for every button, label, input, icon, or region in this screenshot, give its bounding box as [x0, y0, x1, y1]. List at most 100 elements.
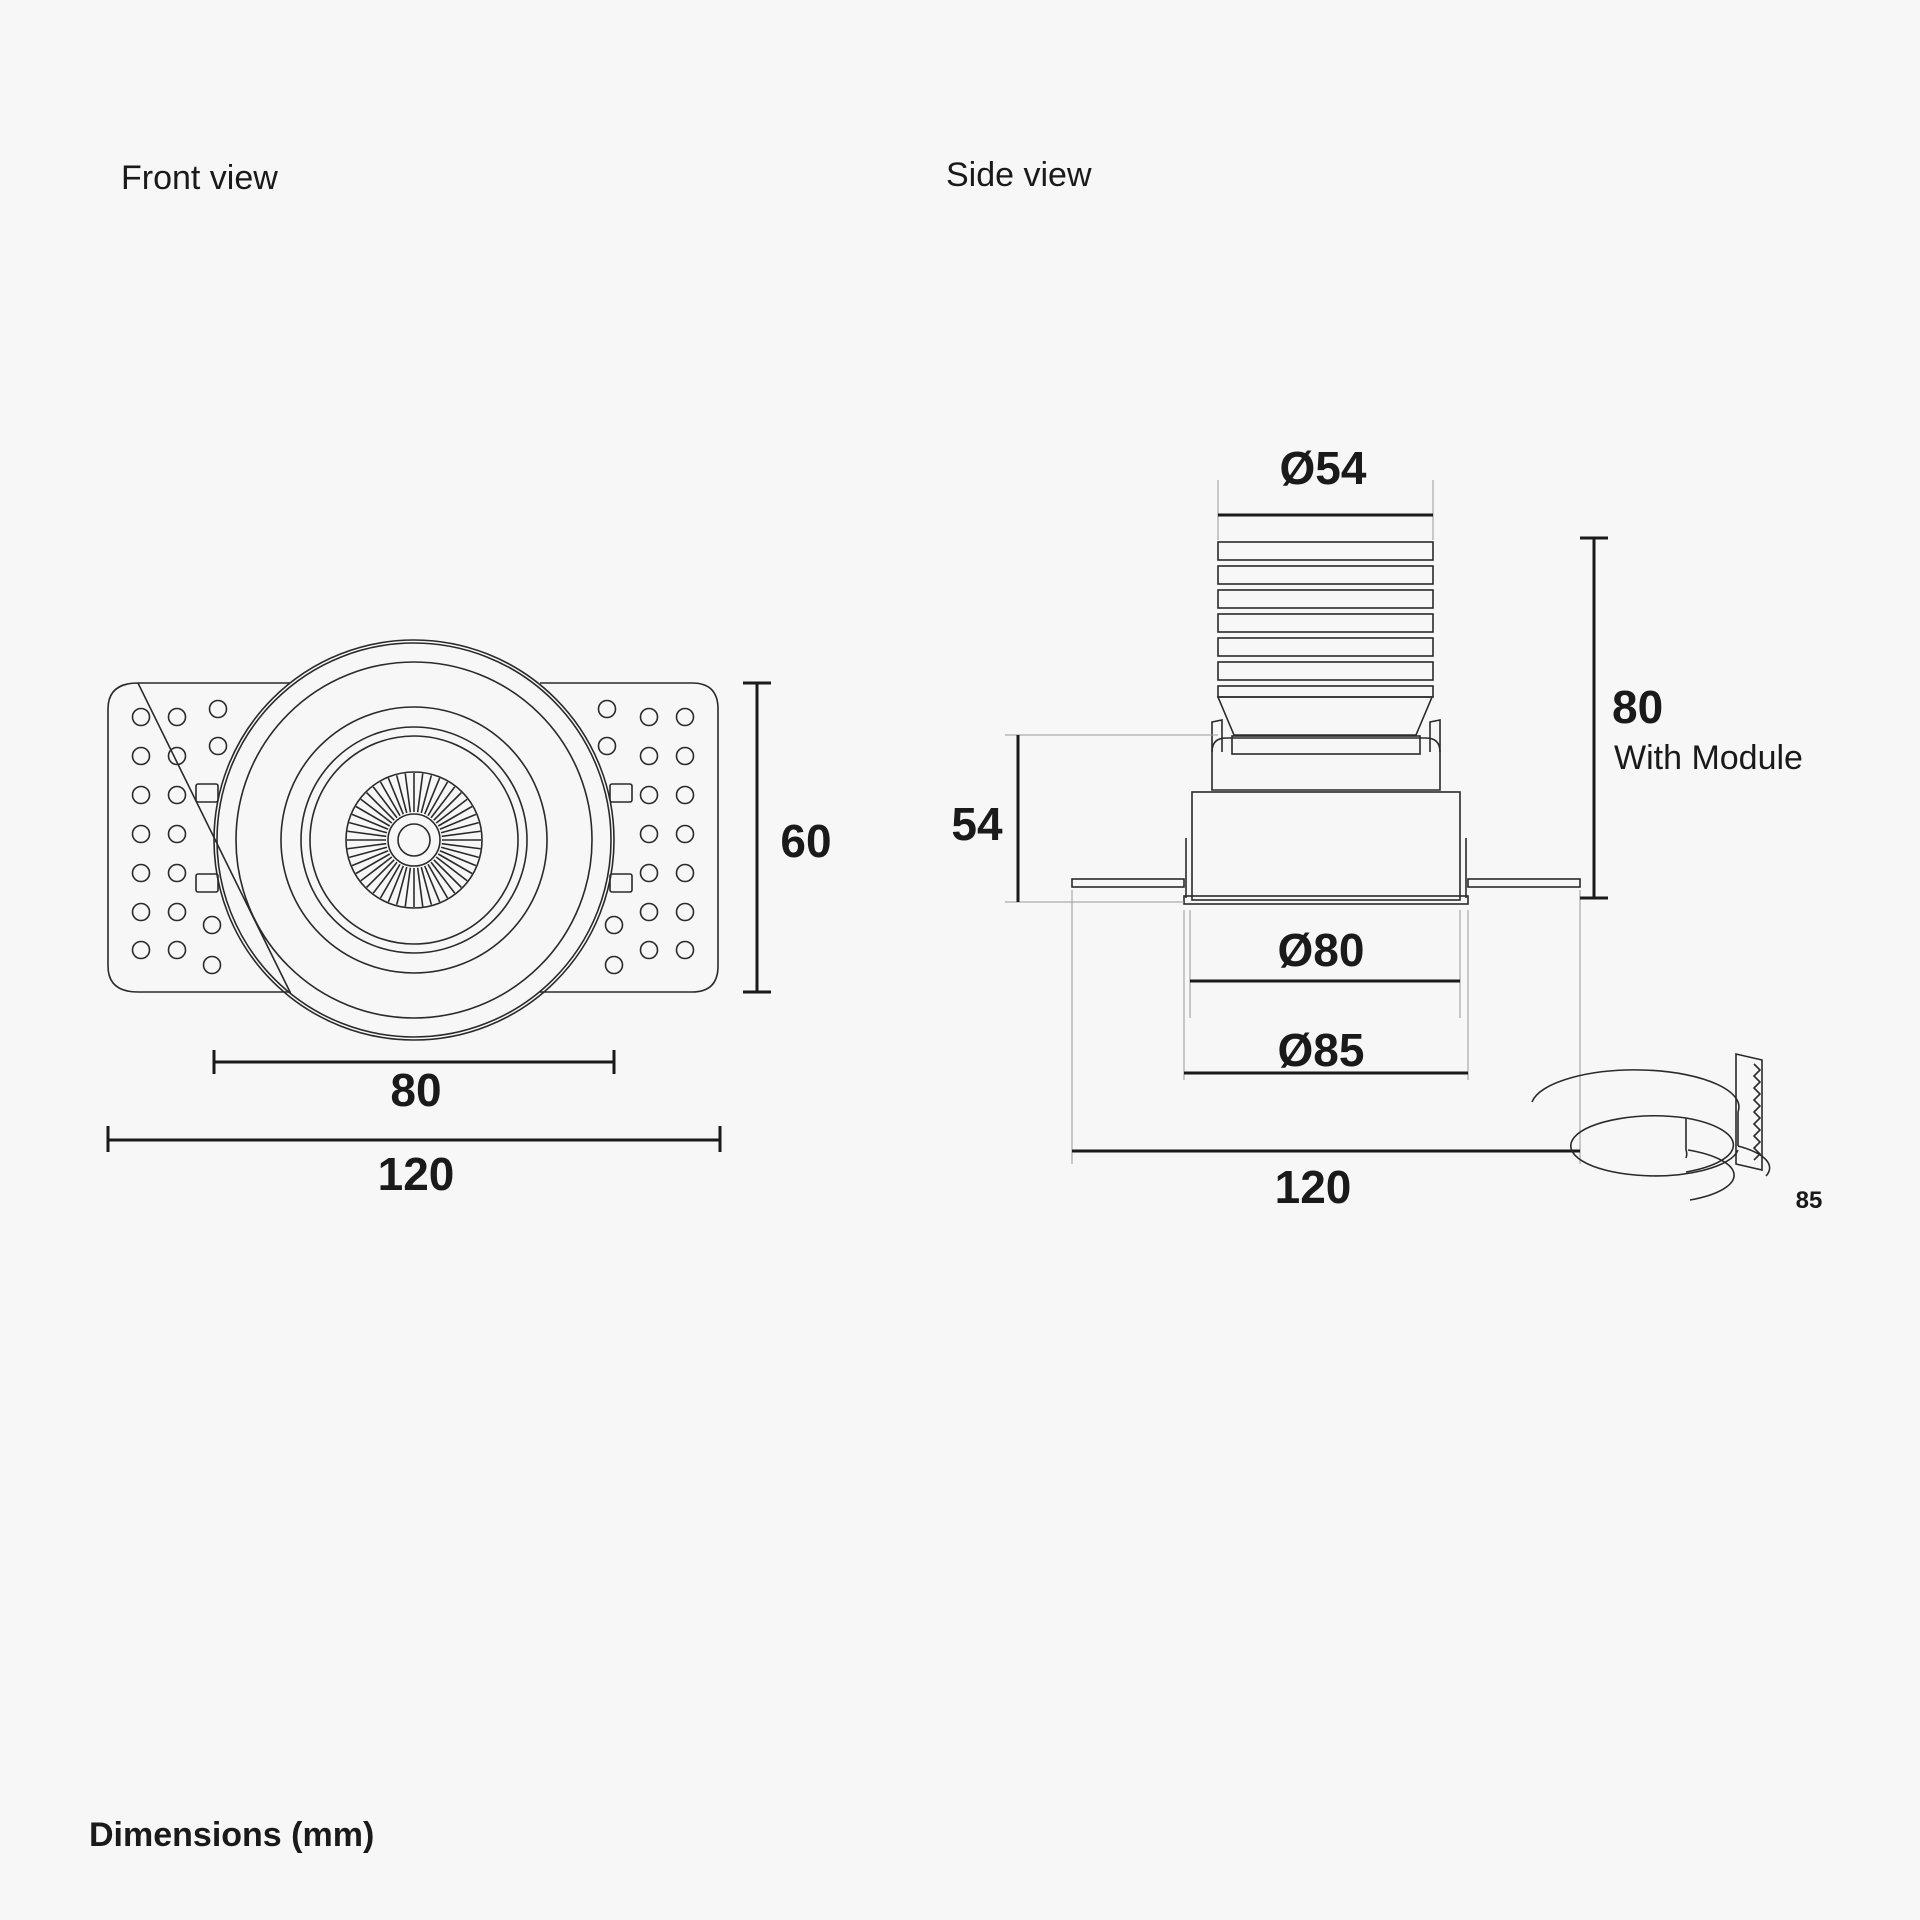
heatsink-fin: [1217, 637, 1434, 657]
plaster-key-hole: [202, 915, 222, 935]
plaster-key-hole: [167, 746, 187, 766]
louvre-ray: [420, 866, 433, 905]
side-view-drawing: [1071, 541, 1581, 905]
louvre-ray: [430, 786, 456, 819]
louvre-ray: [440, 846, 479, 859]
plaster-key-hole: [167, 785, 187, 805]
louvre-ray: [435, 798, 468, 824]
hole-saw-ring-icon: [1531, 1052, 1771, 1201]
body-diameter-value: Ø80: [1278, 924, 1365, 976]
plaster-wing-left: [1071, 878, 1185, 888]
louvre-ray: [360, 856, 393, 882]
front-height-value: 60: [780, 815, 831, 867]
louvre-ray: [416, 867, 424, 907]
plaster-key-hole: [208, 699, 228, 719]
louvre-ray: [347, 842, 387, 850]
plaster-key-hole: [131, 863, 151, 883]
louvre-ray: [379, 863, 401, 899]
louvre-ray: [349, 821, 388, 834]
plaster-wing-right: [1467, 878, 1581, 888]
saw-teeth: [1752, 1063, 1762, 1161]
louvre-ray: [435, 856, 468, 882]
module-diameter-value: Ø54: [1280, 442, 1367, 494]
louvre-ray: [372, 861, 398, 894]
front-total-width-dimension: [106, 1126, 722, 1152]
louvre-ray: [360, 798, 393, 824]
saw-blade-strip: [1735, 1052, 1763, 1172]
led-lens-outer: [387, 813, 441, 867]
honeycomb-louvre-outer: [345, 771, 483, 909]
front-total-width-value: 120: [378, 1148, 455, 1200]
louvre-ray: [433, 859, 462, 888]
louvre-ray: [366, 792, 395, 821]
louvre-ray: [355, 805, 391, 827]
module-height-dimension: [1580, 536, 1608, 900]
plaster-key-hole: [604, 915, 624, 935]
louvre-ray: [420, 775, 433, 814]
spring-clip-right-top: [609, 783, 633, 803]
plaster-key-hole: [675, 785, 695, 805]
plaster-key-hole: [597, 736, 617, 756]
plaster-key-hole: [131, 824, 151, 844]
louvre-ray: [379, 781, 401, 817]
plaster-key-hole: [131, 746, 151, 766]
heatsink-fin: [1217, 589, 1434, 609]
heatsink-fin: [1217, 661, 1434, 681]
heatsink-fins: [1217, 541, 1434, 698]
bezel-ring: [235, 661, 593, 1019]
housing-body: [1191, 791, 1461, 901]
plaster-key-hole: [167, 902, 187, 922]
louvre-ray: [372, 786, 398, 819]
louvre-ray: [437, 853, 473, 875]
outer-trim-ring-inner-edge: [216, 642, 612, 1038]
front-inner-width-value: 80: [390, 1064, 441, 1116]
trim-flange: [1183, 895, 1469, 905]
side-view-title: Side view: [946, 156, 1092, 194]
plaster-key-hole: [131, 707, 151, 727]
louvre-ray: [423, 865, 441, 903]
louvre-ray: [437, 805, 473, 827]
plaster-plate-outline: [107, 682, 719, 993]
heatsink-fin: [1217, 541, 1434, 561]
plaster-key-hole: [167, 824, 187, 844]
louvre-ray: [440, 821, 479, 834]
plaster-key-hole: [131, 940, 151, 960]
plaster-key-hole: [167, 707, 187, 727]
dimensions-unit-label: Dimensions (mm): [89, 1816, 374, 1854]
spring-clip-right-bottom: [609, 873, 633, 893]
side-total-width-value: 120: [1275, 1161, 1352, 1213]
louvre-ray: [351, 813, 389, 831]
module-tab-right: [1429, 719, 1441, 752]
plaster-key-hole: [202, 955, 222, 975]
plaster-key-hole: [208, 736, 228, 756]
louvre-ray: [387, 777, 405, 815]
louvre-ray: [439, 813, 477, 831]
plaster-key-hole: [131, 902, 151, 922]
louvre-ray: [349, 846, 388, 859]
louvre-ray: [387, 865, 405, 903]
heatsink-fin: [1217, 685, 1434, 698]
plaster-key-hole: [639, 746, 659, 766]
heatsink-fin: [1217, 613, 1434, 633]
plaster-key-hole: [639, 940, 659, 960]
body-height-value: 54: [951, 798, 1003, 850]
plaster-key-hole: [675, 902, 695, 922]
plaster-key-hole: [675, 707, 695, 727]
with-module-label: With Module: [1614, 739, 1803, 777]
module-tab-left: [1211, 719, 1223, 752]
spring-clip-left-top: [195, 783, 219, 803]
plaster-key-hole: [167, 940, 187, 960]
plaster-key-hole: [639, 707, 659, 727]
plaster-key-hole: [675, 746, 695, 766]
cutout-ring-value: 85: [1796, 1187, 1823, 1214]
extension-lines: [1005, 480, 1581, 1164]
plaster-key-hole: [167, 863, 187, 883]
heatsink-fin: [1217, 565, 1434, 585]
louvre-ray: [427, 863, 449, 899]
louvre-ray: [439, 849, 477, 867]
louvre-ray: [404, 867, 412, 907]
front-view-title: Front view: [121, 159, 278, 197]
louvre-ray: [351, 849, 389, 867]
